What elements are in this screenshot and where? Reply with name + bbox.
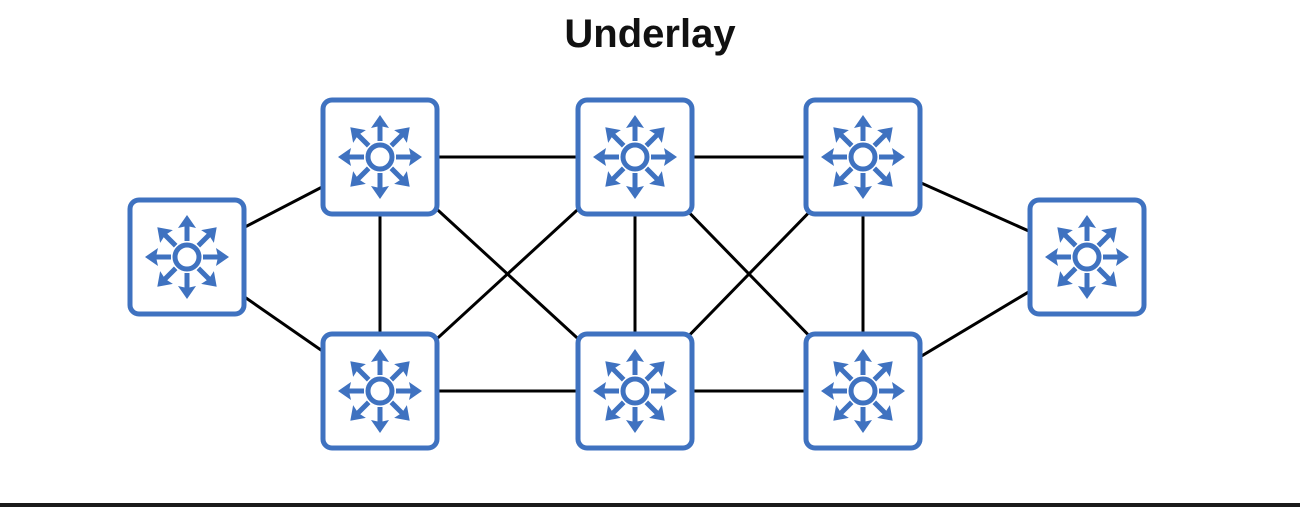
layer3-switch-icon [821, 349, 905, 433]
bottom-divider [0, 503, 1300, 507]
layer3-switch-icon [338, 115, 422, 199]
diagram-title: Underlay [564, 12, 736, 56]
switch-bottom-1 [320, 331, 440, 451]
switch-edge-left [127, 197, 247, 317]
switches-layer [127, 97, 1147, 451]
switch-bottom-3 [803, 331, 923, 451]
layer3-switch-icon [593, 349, 677, 433]
switch-top-1 [320, 97, 440, 217]
switch-edge-right [1027, 197, 1147, 317]
switch-top-2 [575, 97, 695, 217]
layer3-switch-icon [145, 215, 229, 299]
layer3-switch-icon [1045, 215, 1129, 299]
switch-top-3 [803, 97, 923, 217]
layer3-switch-icon [338, 349, 422, 433]
layer3-switch-icon [593, 115, 677, 199]
layer3-switch-icon [821, 115, 905, 199]
switch-bottom-2 [575, 331, 695, 451]
